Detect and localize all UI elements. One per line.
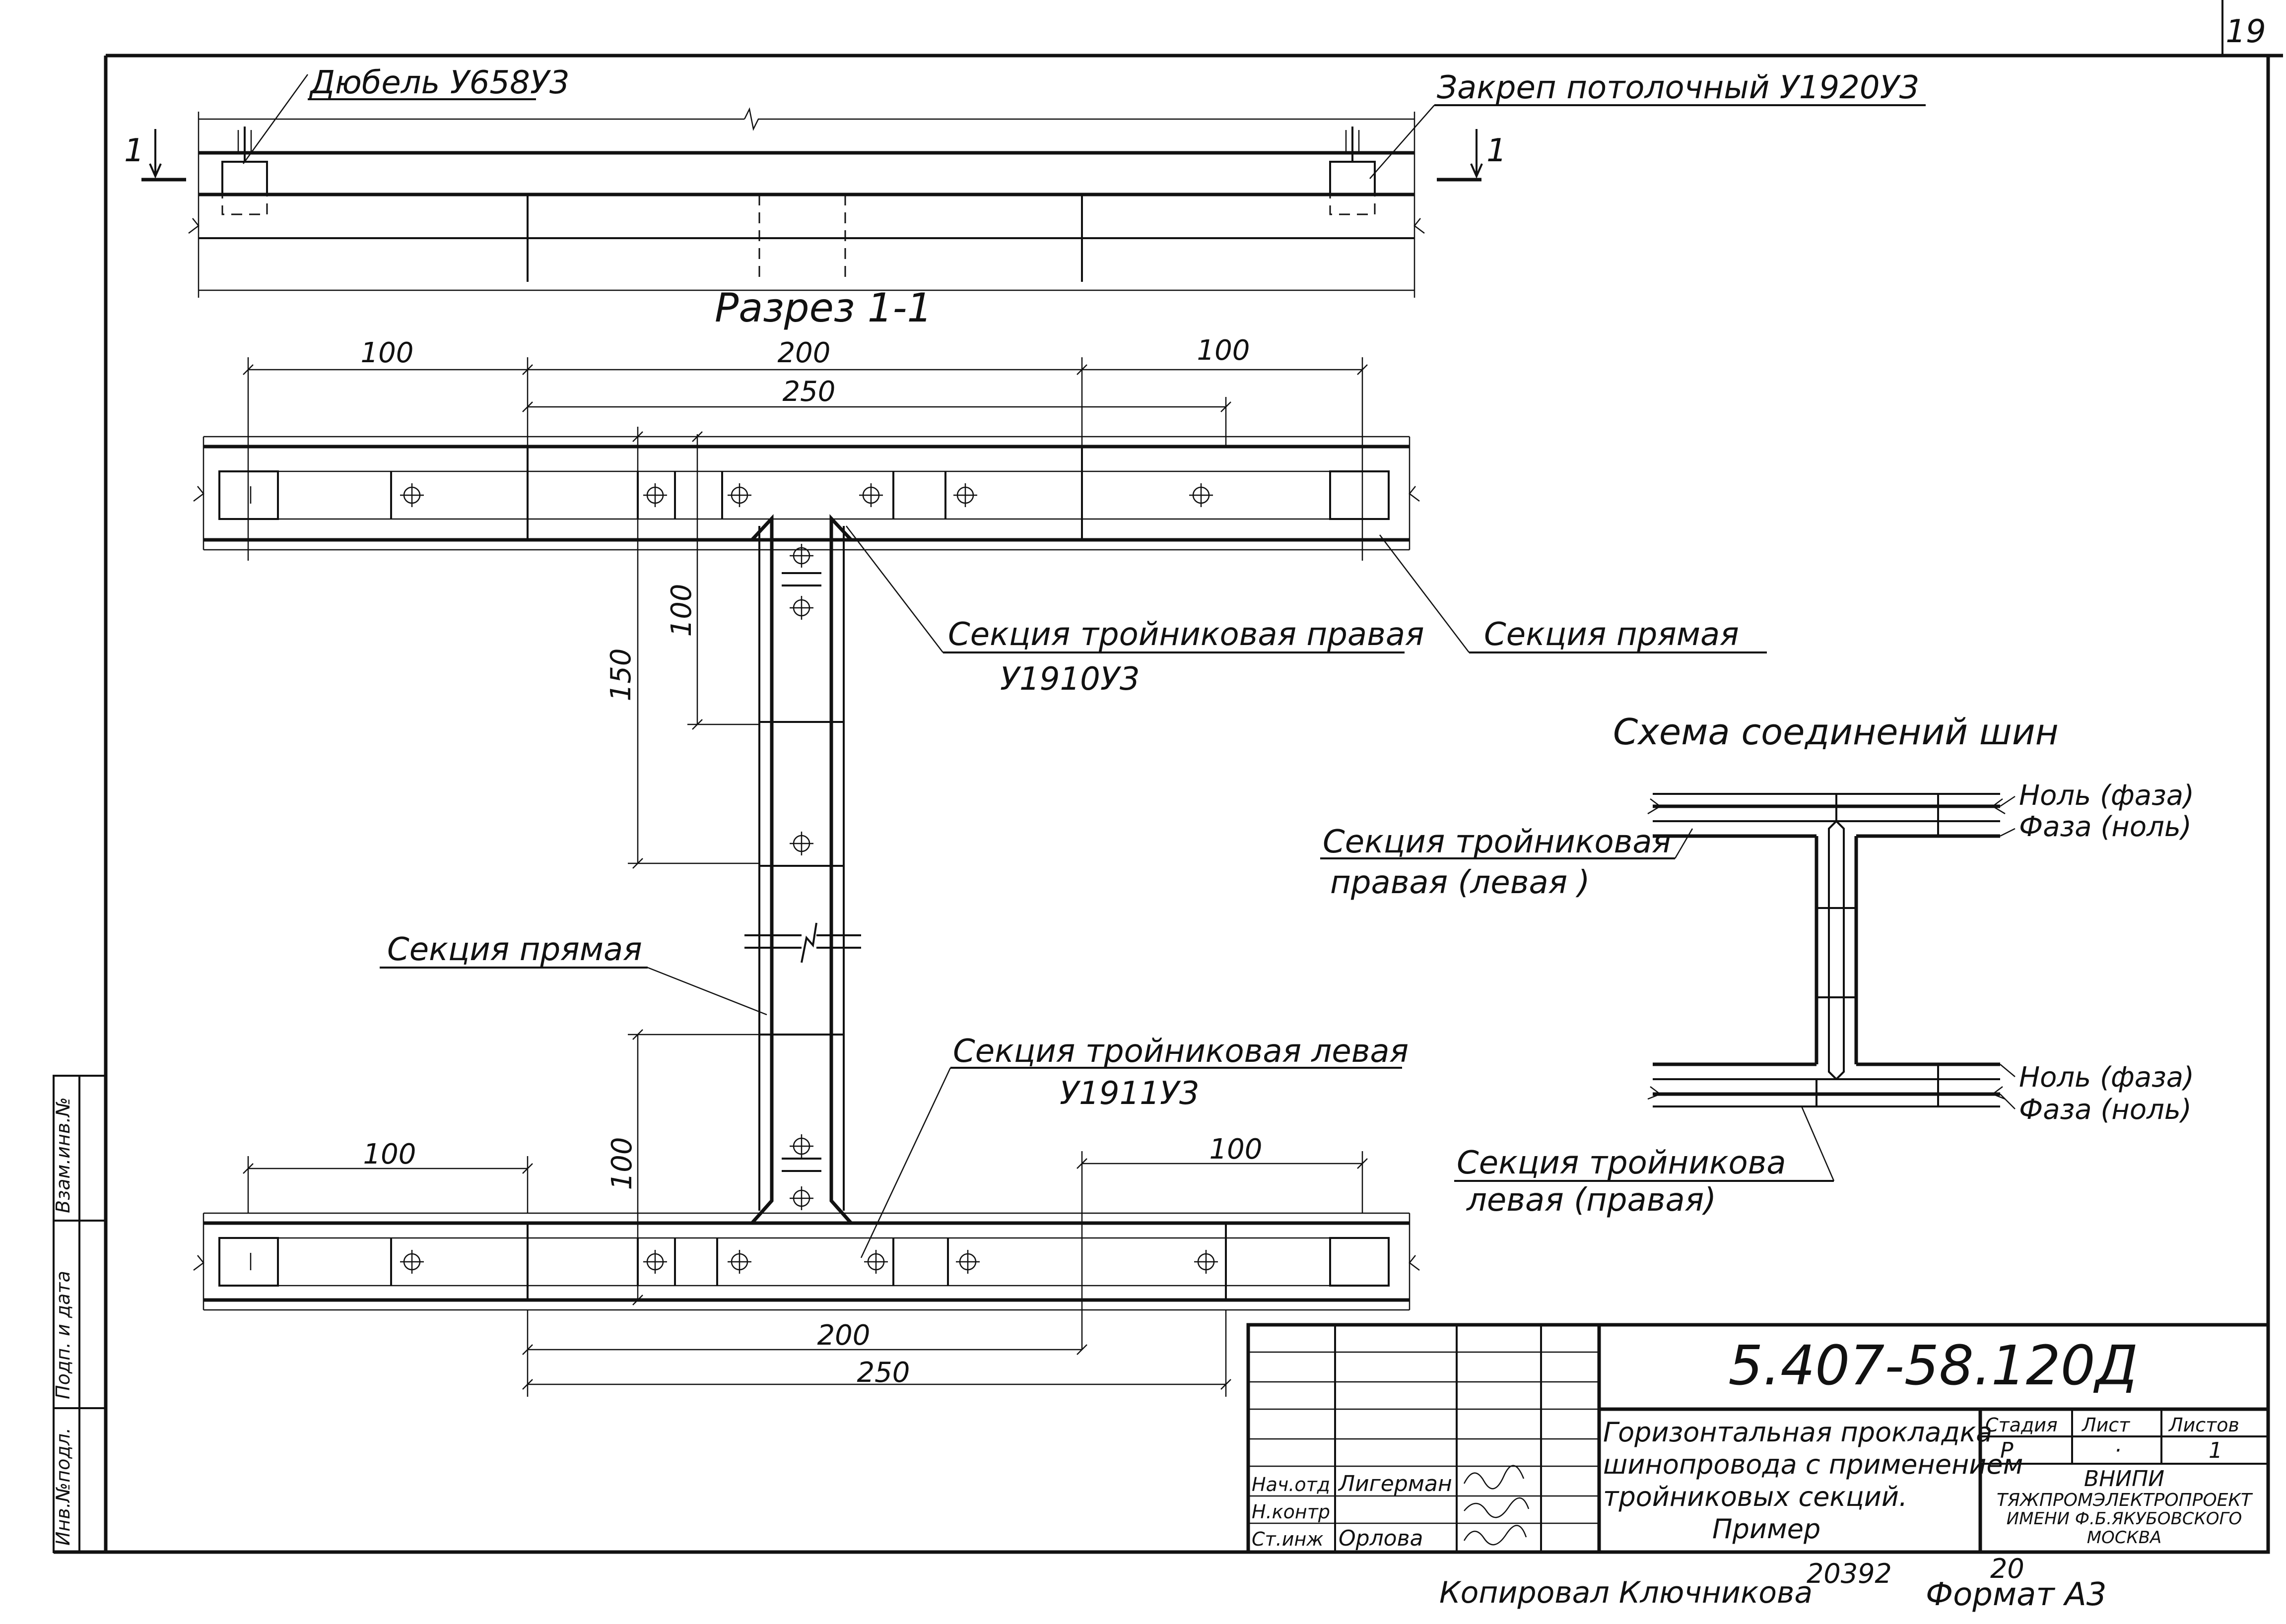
- sheet-number: 19: [2225, 13, 2266, 50]
- tb-col-sheets: Листов: [2168, 1414, 2239, 1436]
- sheet-frame: 19: [54, 0, 2283, 1554]
- tb-title-line1: Горизонтальная прокладка: [1603, 1417, 1992, 1448]
- tb-title-line4: Пример: [1712, 1513, 1820, 1545]
- side-stamp: Инв.№подл. Подп. и дата Взам.инв.№: [52, 1075, 107, 1553]
- label-straight-top: Секция прямая: [1484, 616, 1739, 653]
- callouts: Секция тройниковая правая У1910У3 Секция…: [380, 525, 1767, 1258]
- signature-1: [1463, 1465, 1525, 1490]
- dim-vert-100-upper: 100: [666, 584, 698, 637]
- title-block: Нач.отд Лигерман Н.контр Ст.инж Орлова 5…: [1246, 1323, 2270, 1554]
- tb-org-line4: МОСКВА: [2087, 1528, 2162, 1548]
- tb-stage-value: Р: [2000, 1438, 2014, 1463]
- tb-col-sheet: Лист: [2081, 1414, 2131, 1436]
- dim-vert-100-lower: 100: [606, 1137, 638, 1190]
- dim-vert-150: 150: [605, 649, 637, 702]
- schema-top-zero: Ноль (фаза): [2019, 780, 2194, 812]
- label-tee-left: Секция тройниковая левая: [953, 1033, 1409, 1070]
- doc-code: 5.407-58.120Д: [1728, 1334, 2138, 1397]
- footer-order-sub: 20: [1990, 1553, 2024, 1584]
- dim-bottom-200: 200: [817, 1319, 871, 1352]
- schema-tee-right-line2: правая (левая ): [1330, 864, 1590, 901]
- schema-bottom-phase: Фаза (ноль): [2019, 1094, 2192, 1126]
- tb-org-line3: ИМЕНИ Ф.Б.ЯКУБОВСКОГО: [2007, 1509, 2242, 1529]
- tb-role-3: Ст.инж: [1252, 1528, 1324, 1550]
- schema-tee-right-line1: Секция тройниковая: [1323, 824, 1671, 860]
- footer-copied: Копировал Ключникова: [1439, 1575, 1813, 1610]
- schema-title: Схема соединений шин: [1613, 711, 2059, 753]
- side-stamp-inv-repl: Взам.инв.№: [52, 1097, 74, 1213]
- side-stamp-inv-orig: Инв.№подл.: [52, 1428, 74, 1546]
- plan-view: [193, 436, 1420, 1311]
- footer-format: Формат А3: [1926, 1576, 2107, 1613]
- clamp-label: Закреп потолочный У1920У3: [1437, 69, 1919, 106]
- dim-top-250: 250: [783, 376, 836, 408]
- schema-tee-left-line1: Секция тройникова: [1457, 1145, 1786, 1181]
- footer: Копировал Ключникова 20392 20 Формат А3: [1439, 1553, 2107, 1613]
- dimensions: 100 200 100 250 150 100 100 100: [243, 334, 1368, 1397]
- schema-bottom-zero: Ноль (фаза): [2019, 1061, 2194, 1094]
- tb-title-line3: тройниковых секций.: [1603, 1481, 1907, 1512]
- label-tee-right: Секция тройниковая правая: [948, 616, 1424, 653]
- dowel-left: [221, 161, 268, 195]
- top-clamp-right: [1329, 470, 1390, 520]
- tb-sheet-value: ·: [2114, 1438, 2121, 1463]
- dowel-label: Дюбель У658У3: [309, 65, 570, 101]
- tb-sheets-value: 1: [2209, 1438, 2222, 1463]
- section-view: 1 1 Дюбель У658У3 Закреп потолочный У192…: [124, 65, 1926, 331]
- dim-bottom-250: 250: [857, 1357, 910, 1389]
- tb-title-line2: шинопровода с применением: [1603, 1449, 2023, 1480]
- dim-top-100-left: 100: [361, 337, 414, 369]
- clamp-right: [1329, 161, 1376, 195]
- bus-connection-schema: Схема соединений шин: [1320, 711, 2194, 1219]
- section-marker-right: 1: [1486, 132, 1507, 169]
- tb-org-line1: ВНИПИ: [2084, 1466, 2164, 1492]
- dim-bottom-100-left: 100: [363, 1138, 416, 1170]
- tb-org-line2: ТЯЖПРОМЭЛЕКТРОПРОЕКТ: [1997, 1490, 2253, 1510]
- tb-role-2: Н.контр: [1252, 1501, 1330, 1523]
- tb-name-3: Орлова: [1339, 1526, 1423, 1551]
- section-title: Разрез 1-1: [715, 285, 932, 331]
- tb-name-1: Лигерман: [1338, 1471, 1452, 1496]
- label-straight-mid: Секция прямая: [387, 931, 642, 968]
- section-marker-left: 1: [124, 132, 144, 169]
- dim-top-100-right: 100: [1197, 334, 1250, 367]
- bottom-clamp-right: [1329, 1237, 1390, 1287]
- footer-order-no: 20392: [1807, 1558, 1892, 1589]
- tb-role-1: Нач.отд: [1252, 1474, 1330, 1495]
- signature-3: [1463, 1525, 1527, 1546]
- label-tee-left-code: У1911У3: [1060, 1075, 1200, 1112]
- signature-2: [1464, 1497, 1530, 1518]
- bottom-dowel-left: [218, 1237, 279, 1287]
- schema-tee-left-line2: левая (правая): [1466, 1182, 1716, 1219]
- tb-col-stage: Стадия: [1985, 1414, 2058, 1436]
- dim-bottom-100-right: 100: [1210, 1133, 1263, 1166]
- bolt-markers: [400, 483, 1218, 1274]
- side-stamp-sign-date: Подп. и дата: [52, 1271, 74, 1399]
- dim-top-200: 200: [778, 337, 831, 369]
- label-tee-right-code: У1910У3: [1000, 661, 1140, 698]
- schema-top-phase: Фаза (ноль): [2019, 811, 2192, 843]
